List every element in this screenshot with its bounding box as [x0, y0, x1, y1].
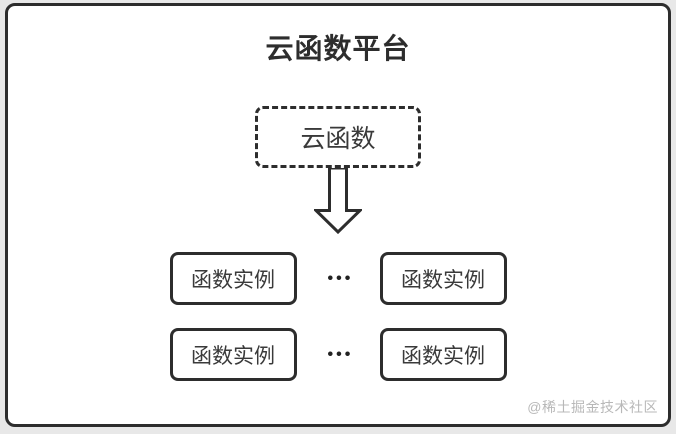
instance-node-label: 函数实例	[401, 268, 485, 292]
instance-node: 函数实例	[379, 328, 507, 381]
diagram-title: 云函数平台	[265, 33, 411, 64]
instance-grid: 函数实例 ••• 函数实例 函数实例 ••• 函数实例	[169, 252, 507, 381]
instance-node-label: 函数实例	[191, 268, 275, 292]
ellipsis-icon: •••	[327, 345, 354, 363]
instance-node: 函数实例	[169, 252, 297, 305]
cloud-function-node: 云函数	[255, 106, 421, 168]
instance-row-2: 函数实例 ••• 函数实例	[169, 328, 507, 381]
instance-node-label: 函数实例	[191, 344, 275, 368]
instance-row-1: 函数实例 ••• 函数实例	[169, 252, 507, 305]
down-arrow-icon	[314, 168, 362, 234]
watermark: @稀土掘金技术社区	[527, 399, 658, 415]
diagram-card: 云函数平台 云函数 函数实例 ••• 函数实例 函数实例 ••• 函数实例	[5, 3, 671, 427]
cloud-function-node-label: 云函数	[300, 125, 376, 153]
instance-node-label: 函数实例	[401, 344, 485, 368]
ellipsis-icon: •••	[327, 269, 354, 287]
instance-node: 函数实例	[379, 252, 507, 305]
instance-node: 函数实例	[169, 328, 297, 381]
